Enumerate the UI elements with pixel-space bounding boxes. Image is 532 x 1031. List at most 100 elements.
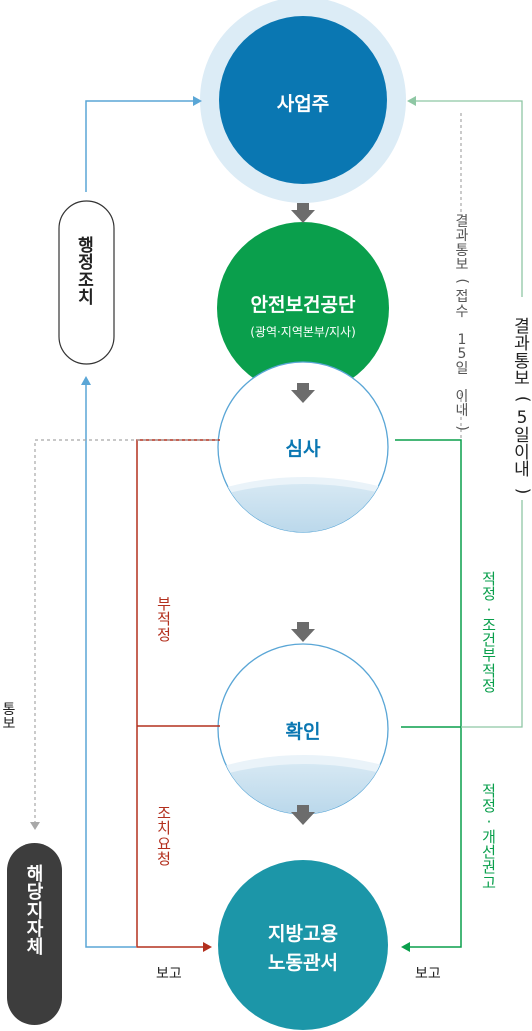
vertical-char: ( (454, 278, 471, 284)
vertical-char: 통 (514, 351, 530, 372)
vertical-char: 청 (157, 849, 171, 868)
line-review-suitable (395, 439, 462, 948)
vertical-char: ) (512, 487, 532, 495)
vertical-char: · (486, 812, 492, 831)
employer-node (219, 16, 387, 184)
vertical-char: 부 (157, 595, 171, 613)
vertical-char (460, 376, 464, 390)
vertical-char: 과 (455, 228, 469, 245)
arrowhead-admin-to-employer (193, 96, 202, 106)
labor-office-label-line2: 노동관서 (268, 952, 338, 974)
arrowhead-red-to-office (203, 942, 212, 952)
labor-office-node (218, 860, 388, 1030)
vertical-char: 자 (26, 919, 44, 941)
vertical-char: 정 (482, 797, 496, 816)
arrowhead-green-to-office (401, 942, 410, 952)
vertical-char: 보 (2, 716, 16, 733)
vertical-char: 통 (2, 702, 16, 718)
confirm-label: 확인 (285, 721, 321, 743)
arrow-kosha-to-review (291, 383, 315, 403)
vertical-char: 내 (455, 403, 469, 420)
flow-arrows (291, 203, 315, 825)
line-notify (34, 439, 218, 823)
vertical-char: 부 (482, 646, 496, 665)
vertical-char (460, 319, 464, 333)
vertical-char: 1 (457, 332, 467, 349)
vertical-char: 결 (455, 214, 469, 230)
vertical-char: 수 (455, 303, 469, 320)
kosha-node (217, 222, 389, 394)
report-label-right: 보고 (415, 966, 441, 982)
review-label: 심사 (285, 438, 321, 460)
review-water (218, 477, 388, 532)
arrowhead-result-to-employer (407, 96, 416, 106)
vertical-char: 조 (157, 804, 171, 822)
vertical-char: 5 (457, 346, 467, 363)
kosha-sublabel: (광역·지역본부/지사) (250, 325, 356, 339)
arrow-review-to-confirm (291, 622, 315, 642)
arrow-employer-to-kosha (291, 203, 315, 223)
kosha-label: 안전보건공단 (250, 294, 356, 316)
line-admin-to-employer (85, 100, 194, 192)
vertical-char: 행 (78, 236, 94, 256)
arrowhead-office-to-admin (81, 376, 91, 385)
labor-office-label-line1: 지방고용 (268, 923, 338, 945)
vertical-char: 정 (78, 253, 94, 274)
vertical-char: 고 (482, 873, 496, 892)
vertical-char: 체 (26, 937, 44, 959)
arrowhead-notify (30, 822, 40, 830)
vertical-char: 정 (482, 677, 496, 696)
vertical-char: 이 (455, 389, 469, 406)
vertical-char: 권 (482, 858, 496, 877)
vertical-char: 내 (514, 460, 530, 481)
vertical-char: 적 (482, 661, 496, 680)
vertical-char: · (486, 600, 492, 619)
vertical-char: ( (512, 396, 532, 403)
vertical-char: 치 (157, 819, 171, 838)
vertical-char: 보 (514, 368, 530, 389)
vertical-char: 정 (482, 585, 496, 604)
vertical-char: 5 (516, 408, 528, 429)
line-unsuitable (136, 439, 220, 948)
vertical-char: 적 (482, 570, 496, 588)
employer-label: 사업주 (276, 93, 330, 115)
admin-action-box (58, 200, 115, 365)
vertical-char: 조 (78, 270, 94, 291)
vertical-char: 통 (455, 242, 469, 259)
vertical-char: 결 (514, 317, 530, 337)
vertical-char: 적 (157, 610, 171, 629)
line-office-to-admin (85, 385, 136, 948)
vertical-char: 건 (482, 631, 496, 650)
vertical-char: 정 (157, 625, 171, 644)
vertical-char: 조 (482, 615, 496, 634)
vertical-char: ) (454, 425, 471, 431)
line-result-notice-5 (461, 500, 523, 728)
vertical-char: 요 (157, 834, 171, 853)
vertical-char: 과 (514, 334, 530, 355)
vertical-char: 접 (455, 289, 469, 306)
vertical-char: 이 (514, 443, 530, 464)
vertical-char: 치 (78, 287, 94, 308)
line-result-notice-5-top (416, 100, 523, 297)
vertical-char: 당 (26, 882, 44, 904)
vertical-char: 일 (514, 425, 530, 446)
vertical-char: 적 (482, 782, 496, 800)
local-government-box (7, 843, 62, 1025)
vertical-char: 보 (455, 256, 469, 273)
report-label-left: 보고 (156, 966, 182, 982)
vertical-char: 개 (482, 827, 496, 846)
vertical-char: 선 (482, 843, 496, 862)
vertical-char: 지 (26, 900, 44, 922)
vertical-char: 일 (455, 360, 469, 377)
